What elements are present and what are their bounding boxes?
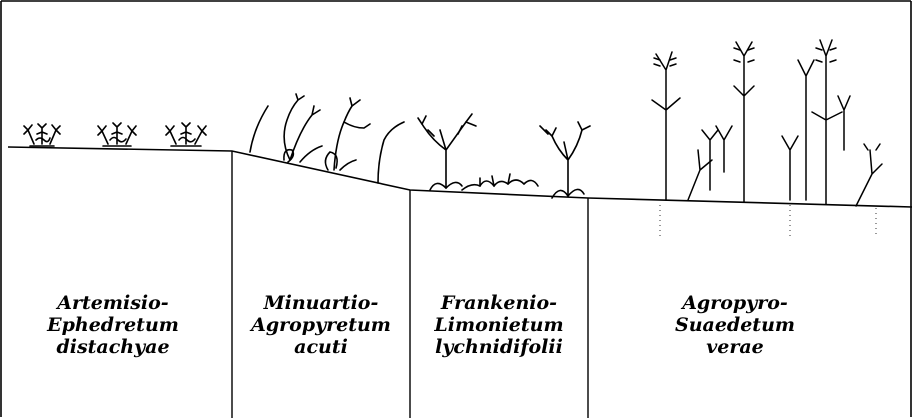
- community-label-line: Suaedetum: [650, 314, 820, 336]
- community-label-line: verae: [650, 336, 820, 358]
- community-label-line: Frankenio-: [412, 292, 586, 314]
- agropyro-grasses-drawing: [652, 40, 882, 206]
- community-label-line: Artemisio-: [28, 292, 198, 314]
- community-label-line: Minuartio-: [236, 292, 406, 314]
- community-label-line: acuti: [236, 336, 406, 358]
- community-label-line: lychnidifolii: [412, 336, 586, 358]
- artemisio-shrubs-drawing: [24, 123, 206, 146]
- community-label-line: distachyae: [28, 336, 198, 358]
- community-label-line: Ephedretum: [28, 314, 198, 336]
- zone-dividers: [232, 151, 588, 418]
- community-label-minuartio: Minuartio- Agropyretum acuti: [236, 292, 406, 358]
- community-label-line: Agropyro-: [650, 292, 820, 314]
- community-label-artemisio: Artemisio- Ephedretum distachyae: [28, 292, 198, 358]
- frankenio-plants-drawing: [418, 114, 590, 198]
- community-label-line: Limonietum: [412, 314, 586, 336]
- community-label-line: Agropyretum: [236, 314, 406, 336]
- root-dotted-lines: [660, 205, 876, 240]
- minuartio-plants-drawing: [250, 94, 404, 183]
- community-label-frankenio: Frankenio- Limonietum lychnidifolii: [412, 292, 586, 358]
- ground-profile-line: [8, 147, 912, 207]
- community-label-agropyro: Agropyro- Suaedetum verae: [650, 292, 820, 358]
